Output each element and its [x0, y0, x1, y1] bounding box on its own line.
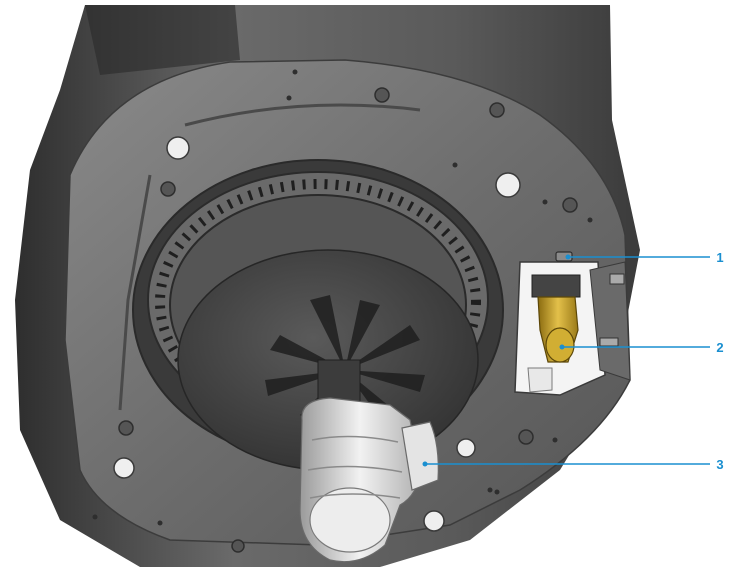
callout-1-label: 1 — [716, 250, 723, 265]
fitting-clamp — [531, 274, 581, 298]
brass-fitting-end — [545, 327, 575, 363]
burner-fin-ring — [155, 179, 481, 425]
housing-top-shadow — [85, 5, 240, 75]
burner-shaft — [317, 359, 361, 406]
elbow-cap — [309, 487, 391, 553]
plate-ridge-line — [184, 103, 421, 127]
callout-3-label: 3 — [716, 457, 723, 472]
plate-screws — [118, 87, 578, 553]
callout-dots — [422, 254, 571, 467]
bracket-tab-top — [609, 273, 625, 285]
plate-small-holes — [92, 69, 593, 526]
bracket-tab — [599, 337, 619, 347]
callout-leaders — [425, 256, 710, 465]
side-bracket-plate — [589, 261, 631, 381]
callout-2-label: 2 — [716, 340, 723, 355]
elbow-branch — [401, 421, 439, 491]
plate-holes — [113, 136, 521, 532]
plate-slot-left — [118, 174, 152, 411]
white-plug — [527, 367, 553, 393]
elbow-ribs — [307, 435, 403, 499]
